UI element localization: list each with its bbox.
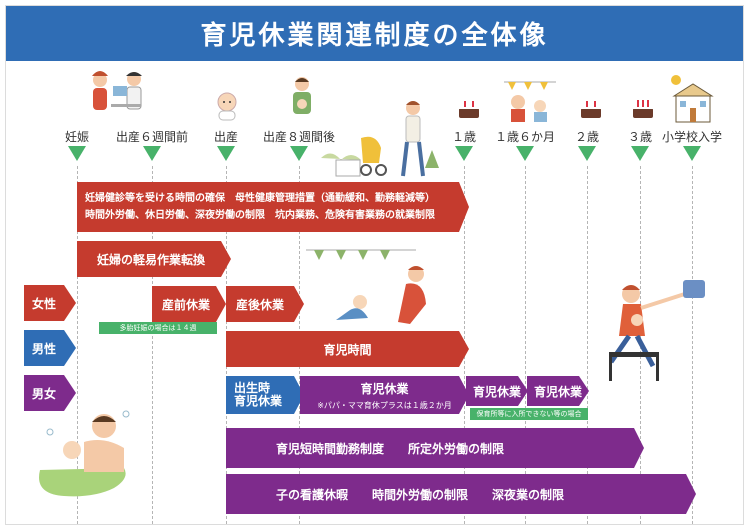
timeline-marker: [68, 146, 86, 161]
childcare-leave-ext2-label: 育児休業: [533, 384, 582, 399]
timeline-guide: [525, 166, 526, 524]
papa-mama-plus-note: ※パパ・ママ育休プラスは１歳２か月: [317, 400, 452, 410]
health-measures-arrow: 妊婦健診等を受ける時間の確保 母性健康管理措置（通勤緩和、勤務軽減等） 時間外労…: [77, 182, 469, 232]
timeline-marker: [290, 146, 308, 161]
timeline-guide: [692, 166, 693, 524]
health-measures-line1: 妊婦健診等を受ける時間の確保 母性健康管理措置（通勤緩和、勤務軽減等）: [85, 193, 435, 204]
timeline-guide: [152, 166, 153, 524]
birth-leave-label-line2: 育児休業: [234, 394, 283, 408]
timeline-marker: [631, 146, 649, 161]
birth-leave-label-line1: 出生時: [234, 381, 271, 395]
light-work-arrow: 妊婦の軽易作業転換: [77, 241, 231, 277]
health-measures-line2: 時間外労働、休日労働、深夜労働の制限 坑内業務、危険有害業務の就業制限: [85, 210, 435, 221]
nursing-leave-arrow: 子の看護休暇 時間外労働の制限 深夜業の制限: [226, 474, 696, 514]
timeline-label: ３歳: [627, 130, 653, 144]
childcare-leave-ext1-label: 育児休業: [472, 384, 521, 399]
birthday-cake-icon: [633, 100, 653, 118]
timeline-label: 妊娠: [64, 130, 90, 144]
timeline-marker: [683, 146, 701, 161]
childcare-time-arrow: 育児時間: [226, 331, 469, 367]
nursing-leave-label: 子の看護休暇 時間外労働の制限 深夜業の制限: [276, 487, 565, 502]
childcare-leave-label: 育児休業: [360, 381, 409, 396]
timeline-marker: [516, 146, 534, 161]
timeline-label: 出産８週間後: [262, 130, 336, 144]
childcare-leave-extension-2-arrow: 育児休業: [527, 376, 589, 406]
childcare-leave-arrow: 育児休業 ※パパ・ママ育休プラスは１歳２か月: [300, 376, 469, 414]
birthday-cake-icon: [581, 101, 601, 118]
multiple-pregnancy-note: 多胎妊娠の場合は１４週: [99, 322, 217, 334]
timeline-marker: [143, 146, 161, 161]
mother-hurdle-illustration: [608, 280, 705, 381]
newborn-illustration: [217, 92, 237, 121]
father-baby-illustration: [293, 77, 311, 114]
diagram-frame: 育児休業関連制度の全体像 妊娠 出産６週間前 出産 出産８週間後 １歳 １歳６か…: [5, 5, 744, 525]
mother-crawling-baby-illustration: [306, 249, 426, 324]
timeline-label: 出産: [213, 130, 239, 144]
page-title: 育児休業関連制度の全体像: [6, 6, 743, 61]
birth-childcare-leave-arrow: 出生時 育児休業: [226, 376, 304, 414]
timeline-label: １歳６か月: [494, 130, 556, 144]
timeline-guide: [587, 166, 588, 524]
timeline-marker: [217, 146, 235, 161]
side-label-both: 男女: [24, 375, 76, 411]
short-hours-label: 育児短時間勤務制度 所定外労働の制限: [276, 441, 505, 456]
timeline-guide: [77, 166, 78, 524]
light-work-label: 妊婦の軽易作業転換: [97, 252, 206, 267]
birthday-cake-icon: [459, 101, 479, 118]
first-birthday-illustration: [504, 81, 556, 122]
timeline-marker: [578, 146, 596, 161]
prenatal-leave-label: 産前休業: [162, 297, 211, 312]
timeline-label: 小学校入学: [661, 130, 723, 144]
prenatal-leave-arrow: 産前休業: [152, 286, 226, 322]
side-label-female: 女性: [24, 285, 76, 321]
mother-stroller-illustration: [321, 101, 439, 177]
short-hours-arrow: 育児短時間勤務制度 所定外労働の制限: [226, 428, 644, 468]
prenatal-checkup-illustration: [92, 71, 142, 110]
timeline-label: 出産６週間前: [115, 130, 189, 144]
timeline-label: ２歳: [574, 130, 600, 144]
postnatal-leave-arrow: 産後休業: [226, 286, 304, 322]
timeline-label: １歳: [451, 130, 477, 144]
father-bathing-baby-illustration: [39, 410, 130, 497]
school-building-icon: [671, 75, 714, 123]
side-label-male: 男性: [24, 330, 76, 366]
postnatal-leave-label: 産後休業: [236, 297, 285, 312]
nursery-condition-note: 保育所等に入所できない等の場合: [470, 408, 588, 420]
timeline-marker: [455, 146, 473, 161]
childcare-leave-extension-1-arrow: 育児休業: [466, 376, 528, 406]
childcare-time-label: 育児時間: [323, 342, 372, 357]
